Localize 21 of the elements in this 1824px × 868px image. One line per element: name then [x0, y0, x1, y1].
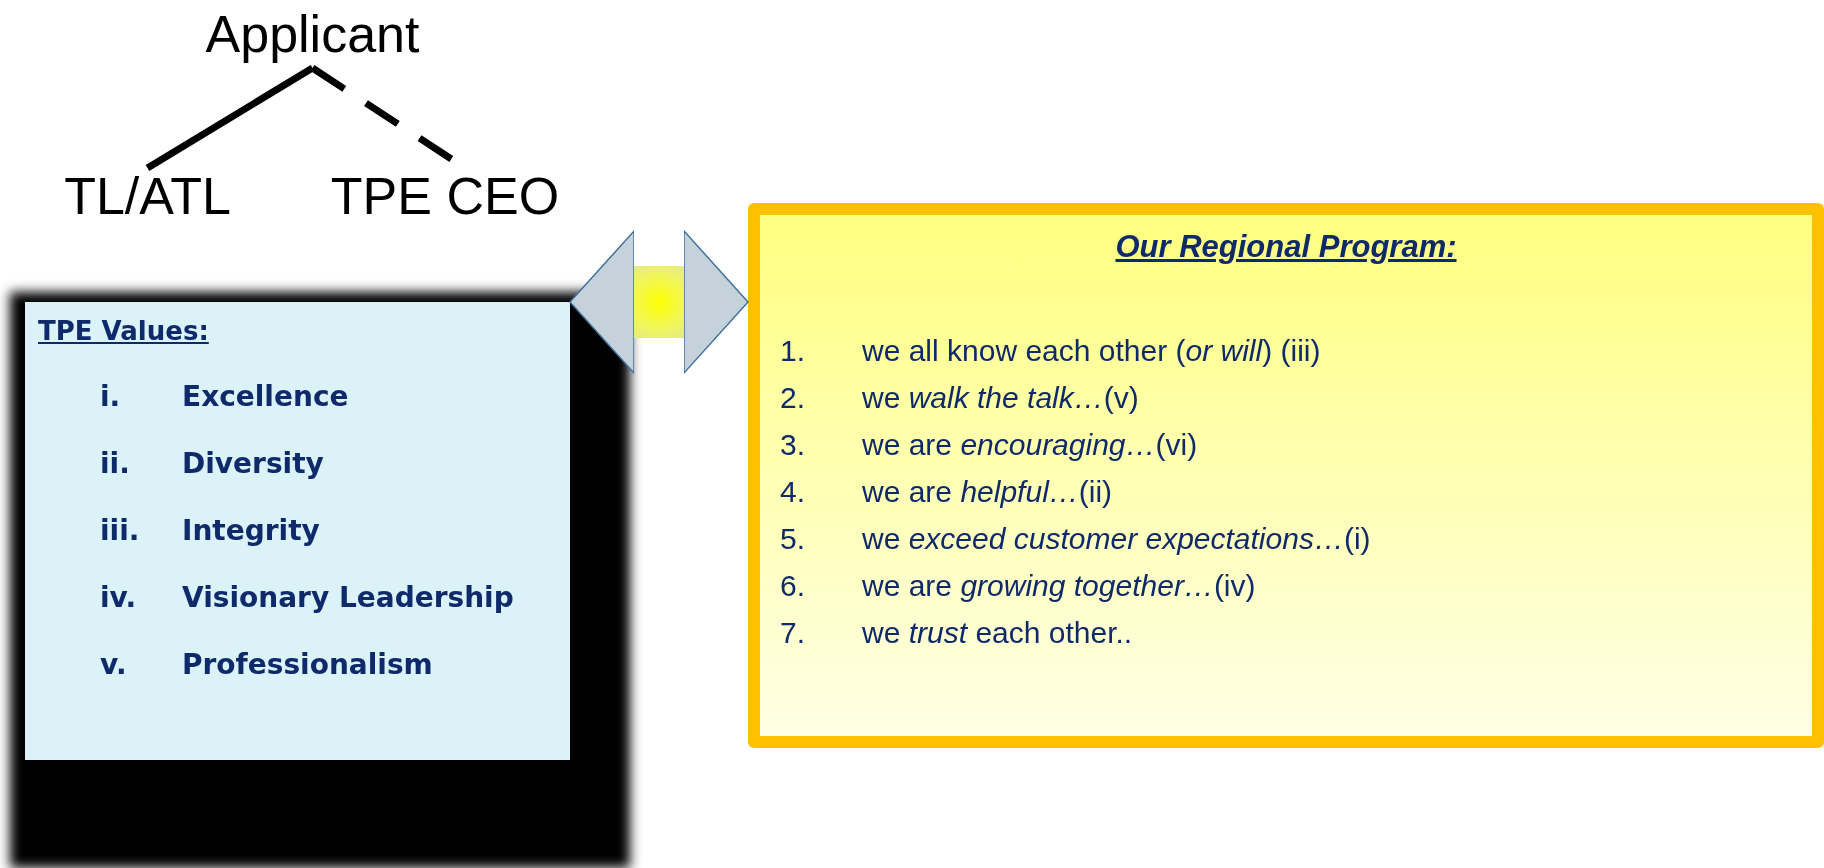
list-item: ii. Diversity — [100, 447, 324, 480]
list-item: i. Excellence — [100, 380, 349, 413]
panel-heading: TPE Values: — [38, 316, 209, 346]
double-arrow — [569, 230, 749, 374]
list-item: 3. we are encouraging…(vi) — [780, 427, 1198, 463]
list-item: 1. we all know each other (or will) (iii) — [780, 333, 1321, 369]
list-item: v. Professionalism — [100, 648, 433, 681]
list-item: 6. we are growing together…(iv) — [780, 568, 1256, 604]
list-item: iii. Integrity — [100, 514, 320, 547]
values-panel — [25, 302, 570, 760]
list-item: 2. we walk the talk…(v) — [780, 380, 1139, 416]
panel-heading: Our Regional Program: — [1115, 229, 1457, 265]
tree-label: TL/ATL — [40, 168, 255, 230]
list-item: 4. we are helpful…(ii) — [780, 474, 1113, 510]
tree-label: Applicant — [150, 6, 475, 68]
list-item: 7. we trust each other.. — [780, 615, 1133, 651]
tree-label: TPE CEO — [320, 168, 570, 230]
list-item: iv. Visionary Leadership — [100, 581, 514, 614]
list-item: 5. we exceed customer expectations…(i) — [780, 521, 1371, 557]
connector-line — [145, 65, 315, 171]
program-panel — [748, 203, 1824, 748]
